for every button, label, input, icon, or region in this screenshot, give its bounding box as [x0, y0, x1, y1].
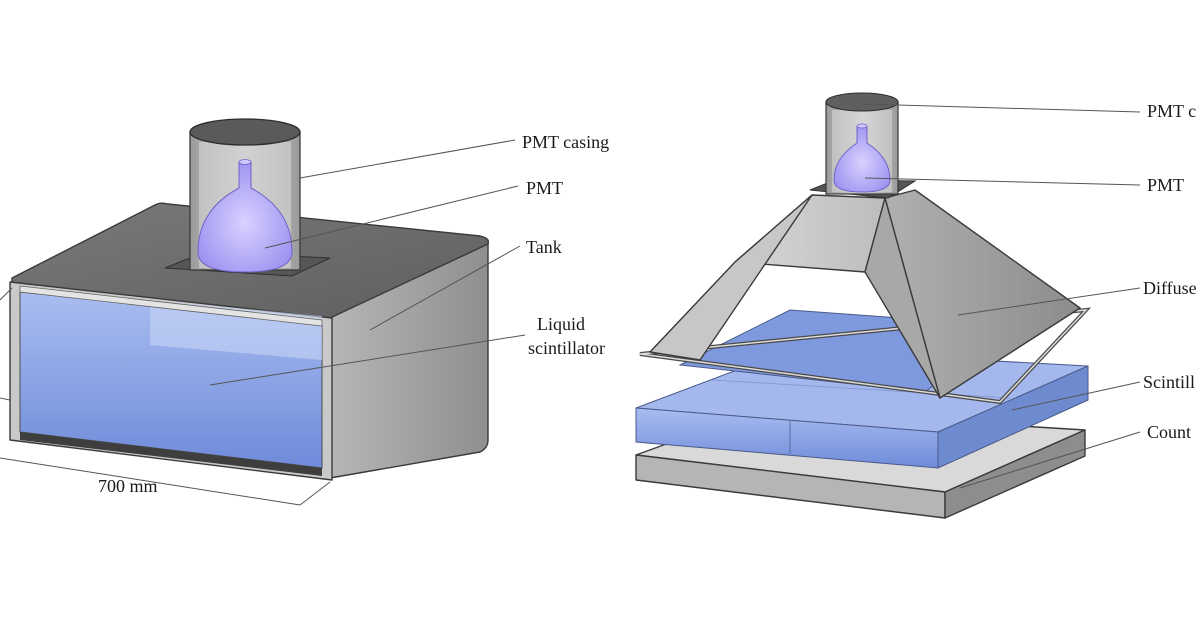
label-pmt-casing-right: PMT c — [1147, 101, 1196, 121]
pmt-tube-top — [238, 159, 252, 165]
label-scintillator: scintillator — [528, 338, 605, 358]
label-pmt-right: PMT — [1147, 175, 1184, 195]
right-leader-lines — [861, 103, 1141, 489]
label-liquid: Liquid — [537, 314, 585, 334]
dimension-label: 700 mm — [98, 476, 158, 496]
label-scintillator-right: Scintill — [1143, 372, 1195, 392]
scintillator-slab-side — [937, 365, 1089, 469]
label-pmt-casing-left: PMT casing — [522, 132, 609, 152]
tank-top-strip — [19, 285, 323, 327]
dimension-700mm: 700 mm — [0, 457, 331, 506]
pmt-casing-cap — [189, 118, 301, 146]
left-leader-lines — [0, 139, 526, 401]
pmt-casing-cap-right — [825, 92, 899, 112]
pmt-tube-top-right — [856, 123, 868, 129]
diffuser-flange-inner — [639, 309, 1088, 403]
counter-plate-side — [944, 429, 1086, 519]
tank-bottom-strip — [20, 432, 322, 476]
diffuser-left-face-visible — [649, 194, 813, 361]
tank-assembly — [9, 118, 490, 481]
label-tank: Tank — [526, 237, 562, 257]
label-pmt-left: PMT — [526, 178, 563, 198]
label-counter: Count — [1147, 422, 1191, 442]
diffuser-front-left-face — [864, 197, 941, 399]
pmt-tube-right — [833, 125, 891, 193]
pmt-tube — [197, 161, 293, 273]
label-diffuser: Diffuse — [1143, 278, 1197, 298]
